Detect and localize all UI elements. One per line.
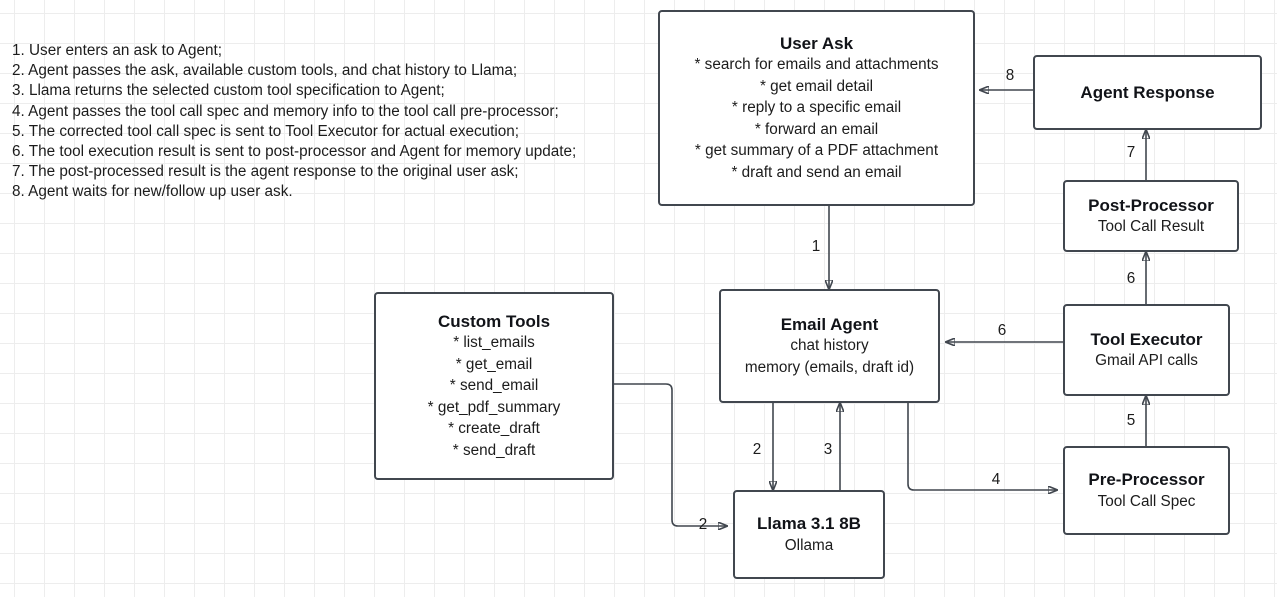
node-custom-tools-line-6: * send_draft	[452, 441, 536, 459]
edge-4-path	[907, 403, 1057, 490]
node-llama-title: Llama 3.1 8B	[757, 514, 861, 533]
node-custom-tools[interactable]: Custom Tools * list_emails * get_email *…	[374, 292, 614, 480]
node-pre-processor-title: Pre-Processor	[1088, 470, 1205, 489]
edge-label-3: 3	[823, 441, 833, 458]
node-custom-tools-line-2: * get_email	[455, 355, 533, 373]
node-tool-executor[interactable]: Tool Executor Gmail API calls	[1063, 304, 1230, 396]
node-email-agent[interactable]: Email Agent chat history memory (emails,…	[719, 289, 940, 403]
edge-2b-path	[614, 383, 727, 526]
legend-steps-list: 1. User enters an ask to Agent; 2. Agent…	[12, 41, 652, 203]
legend-step-4: 4. Agent passes the tool call spec and m…	[12, 102, 559, 120]
legend-step-1: 1. User enters an ask to Agent;	[12, 42, 223, 59]
legend-step-5: 5. The corrected tool call spec is sent …	[12, 122, 520, 140]
node-user-ask-line-3: * reply to a specific email	[731, 99, 902, 117]
node-user-ask[interactable]: User Ask * search for emails and attachm…	[658, 10, 975, 206]
edge-label-5: 5	[1126, 412, 1136, 429]
node-custom-tools-line-5: * create_draft	[448, 420, 540, 438]
node-user-ask-line-4: * forward an email	[754, 120, 879, 138]
legend-step-6: 6. The tool execution result is sent to …	[12, 143, 577, 161]
node-pre-processor-sub: Tool Call Spec	[1097, 492, 1196, 510]
node-pre-processor[interactable]: Pre-Processor Tool Call Spec	[1063, 446, 1230, 535]
node-post-processor-sub: Tool Call Result	[1097, 218, 1205, 235]
node-custom-tools-line-4: * get_pdf_summary	[427, 398, 561, 416]
node-email-agent-line-1: chat history	[790, 337, 869, 355]
node-user-ask-line-2: * get email detail	[759, 77, 874, 95]
node-user-ask-line-1: * search for emails and attachments	[694, 56, 939, 74]
legend-step-3: 3. Llama returns the selected custom too…	[12, 82, 445, 100]
node-user-ask-line-6: * draft and send an email	[731, 163, 902, 181]
node-agent-response[interactable]: Agent Response	[1033, 55, 1262, 130]
edge-label-8: 8	[1005, 67, 1015, 84]
legend-step-7: 7. The post-processed result is the agen…	[12, 163, 519, 181]
edge-label-7: 7	[1126, 144, 1136, 161]
edge-label-2b: 2	[698, 516, 708, 533]
node-tool-executor-title: Tool Executor	[1090, 329, 1203, 349]
node-email-agent-line-2: memory (emails, draft id)	[744, 358, 915, 376]
node-user-ask-line-5: * get summary of a PDF attachment	[694, 142, 939, 160]
node-custom-tools-line-1: * list_emails	[453, 334, 535, 352]
node-llama-sub: Ollama	[784, 536, 834, 554]
node-tool-executor-sub: Gmail API calls	[1095, 352, 1198, 369]
node-custom-tools-line-3: * send_email	[449, 377, 539, 395]
node-post-processor[interactable]: Post-Processor Tool Call Result	[1063, 180, 1239, 252]
legend-step-8: 8. Agent waits for new/follow up user as…	[12, 183, 293, 201]
edge-label-1: 1	[811, 238, 821, 255]
edge-label-6b: 6	[1126, 270, 1136, 287]
edge-label-2a: 2	[752, 441, 762, 458]
node-custom-tools-title: Custom Tools	[437, 311, 551, 331]
node-llama[interactable]: Llama 3.1 8B Ollama	[733, 490, 885, 579]
node-agent-response-title: Agent Response	[1080, 82, 1215, 102]
node-email-agent-title: Email Agent	[780, 314, 879, 334]
edge-label-6a: 6	[997, 322, 1007, 339]
node-post-processor-title: Post-Processor	[1088, 195, 1214, 215]
edge-label-4: 4	[991, 471, 1001, 488]
node-user-ask-title: User Ask	[779, 33, 854, 53]
legend-step-2: 2. Agent passes the ask, available custo…	[12, 62, 518, 80]
